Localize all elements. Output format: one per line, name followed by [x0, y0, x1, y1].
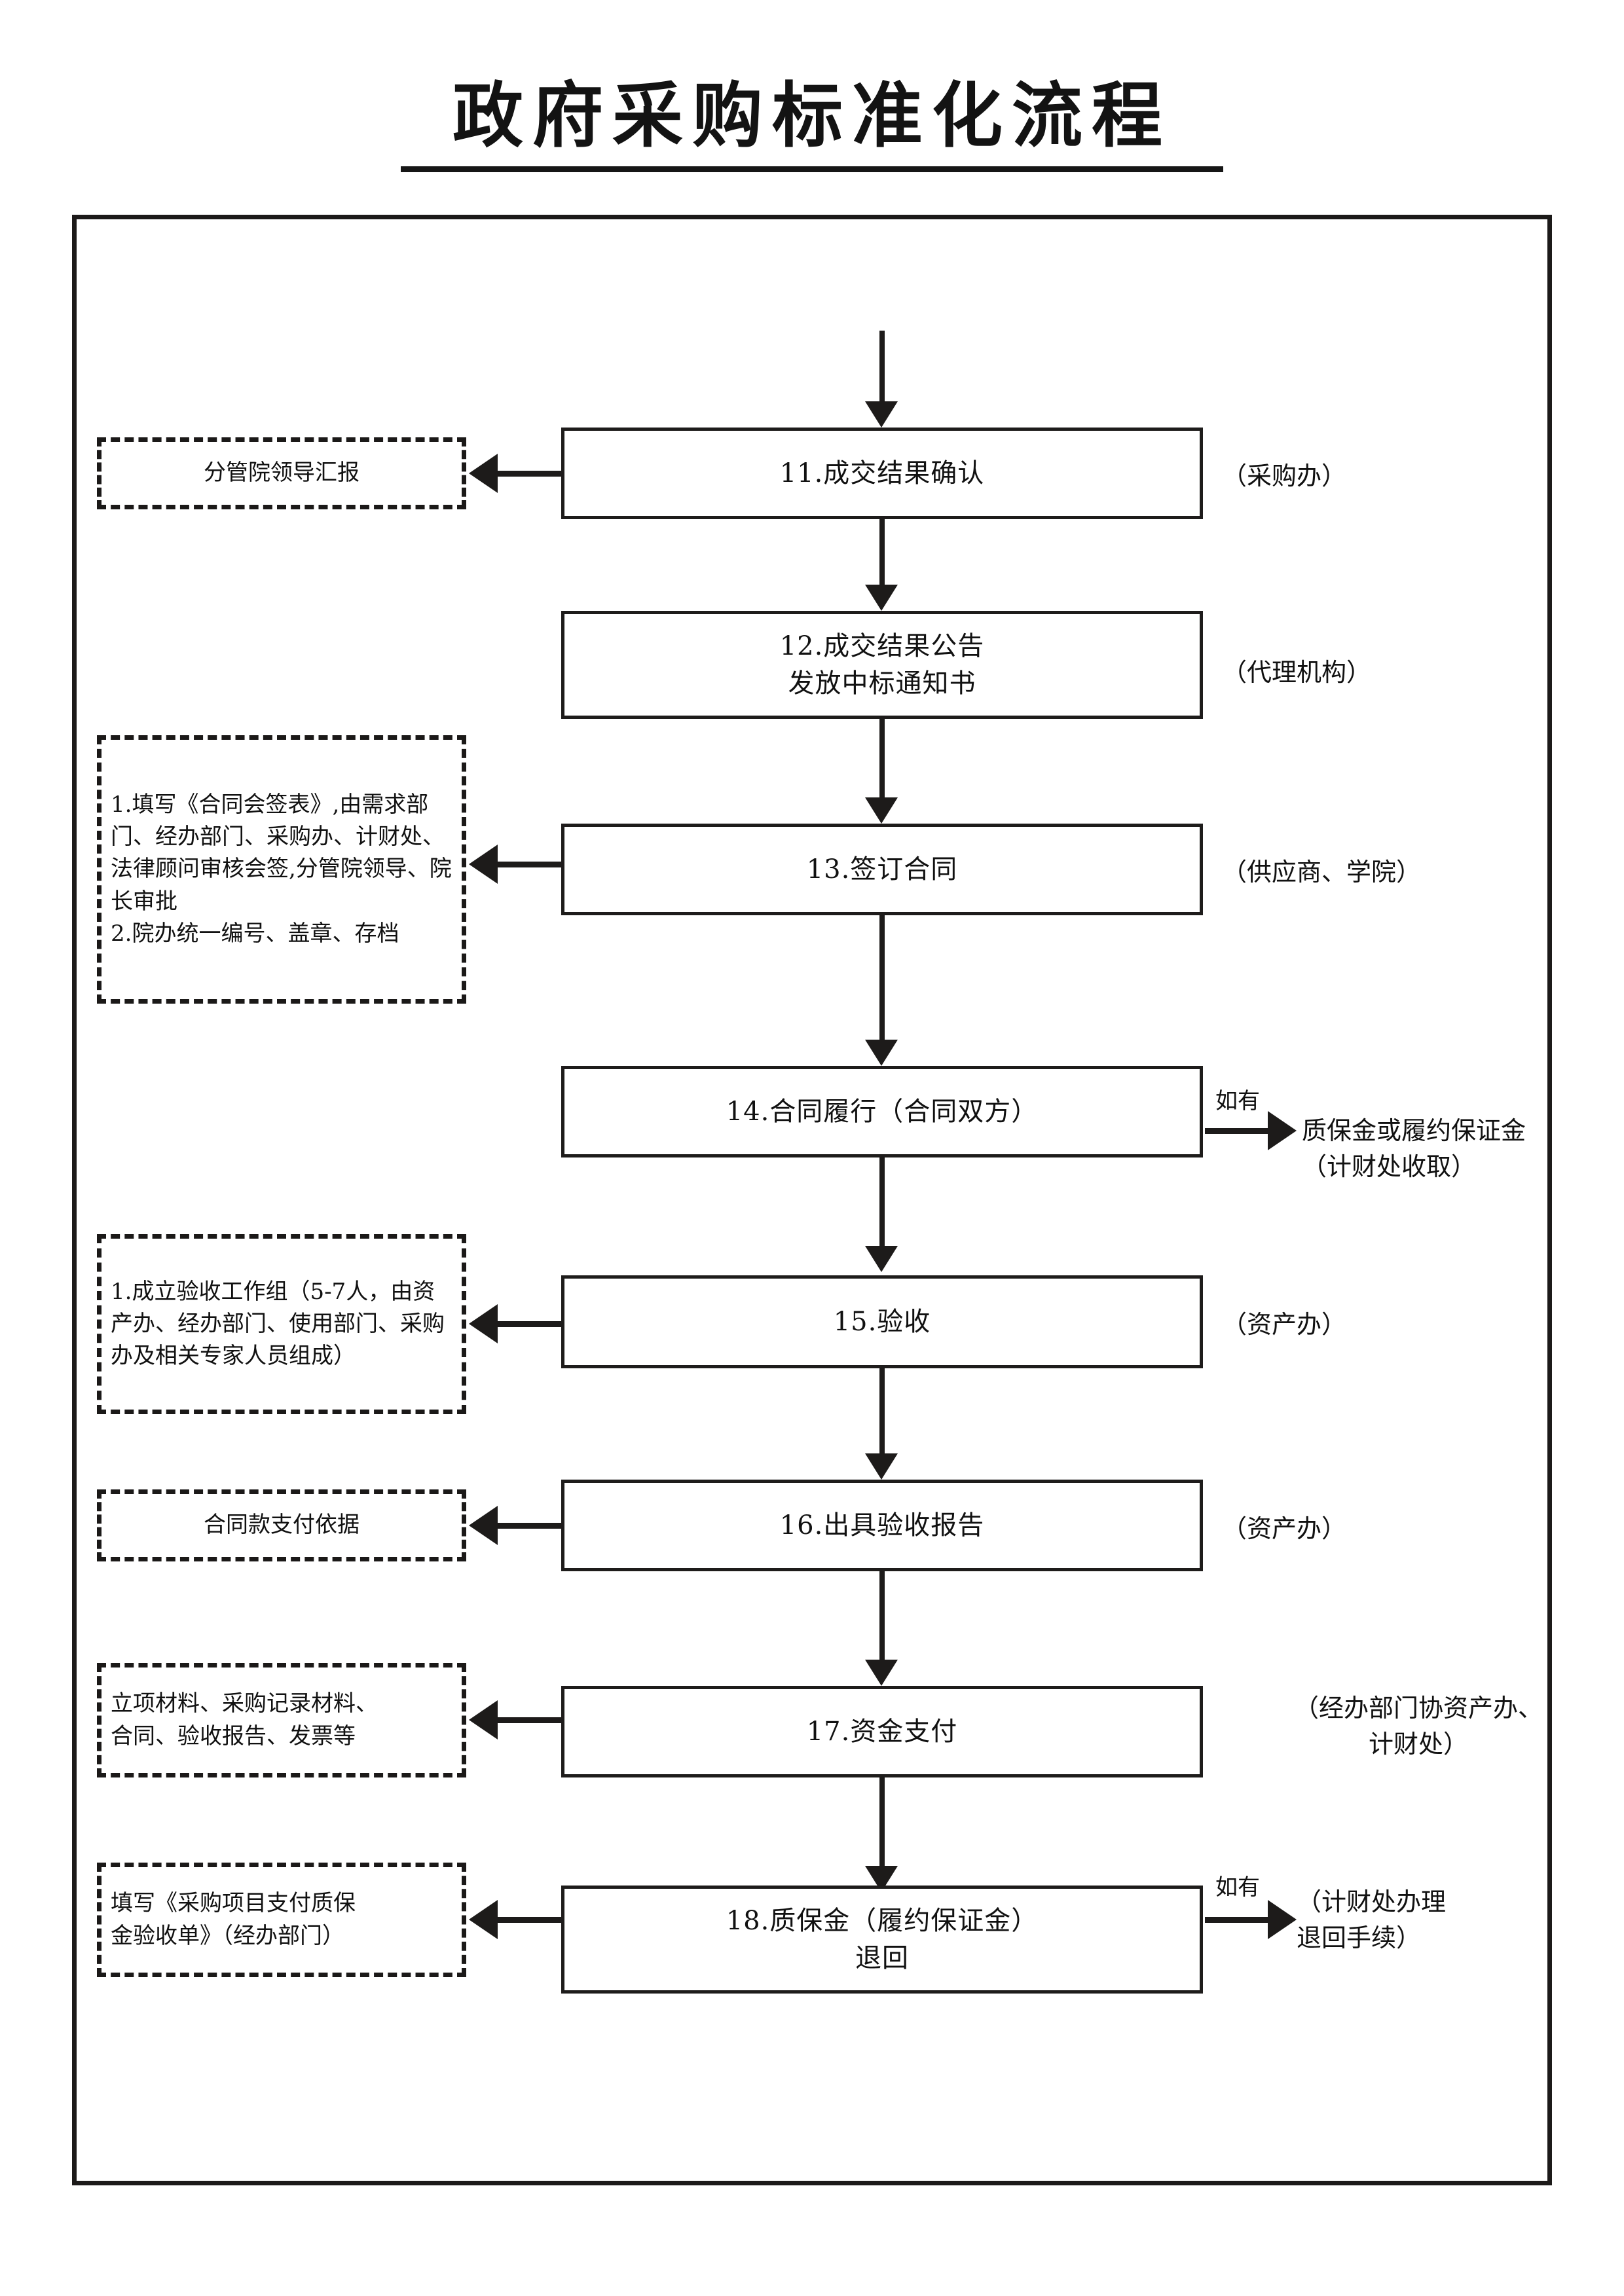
role-step-17: （经办部门协资产办、 计财处） — [1293, 1694, 1543, 1759]
connector-15-note-line — [498, 1321, 563, 1327]
role-step-11: （采购办） — [1222, 462, 1347, 490]
connector-16-17-arrowhead — [865, 1660, 898, 1686]
connector-entry-line — [879, 331, 885, 409]
connector-16-17-line — [879, 1571, 885, 1666]
process-step-11-label: 11.成交结果确认 — [779, 458, 985, 488]
process-step-16: 16.出具验收报告 — [561, 1480, 1203, 1571]
process-step-15: 15.验收 — [561, 1275, 1203, 1368]
connector-17-note-arrowhead — [469, 1700, 498, 1740]
process-step-14-label: 14.合同履行（合同双方） — [726, 1096, 1039, 1127]
note-step-17-label: 立项材料、采购记录材料、 合同、验收报告、发票等 — [111, 1690, 378, 1749]
note-step-11: 分管院领导汇报 — [97, 437, 466, 509]
process-step-17: 17.资金支付 — [561, 1686, 1203, 1777]
note-step-16-label: 合同款支付依据 — [204, 1512, 360, 1539]
process-step-15-label: 15.验收 — [833, 1306, 931, 1337]
process-step-16-label: 16.出具验收报告 — [779, 1510, 985, 1540]
process-step-13-label: 13.签订合同 — [806, 854, 958, 884]
process-step-14: 14.合同履行（合同双方） — [561, 1066, 1203, 1157]
connector-11-note-arrowhead — [469, 454, 498, 493]
branch-condition-step-14: 如有 — [1215, 1088, 1260, 1114]
note-step-18-label: 填写《采购项目支付质保 金验收单》（经办部门） — [111, 1890, 356, 1949]
connector-16-note-arrowhead — [469, 1506, 498, 1545]
connector-17-18-line — [879, 1777, 885, 1872]
connector-11-12-arrowhead — [865, 585, 898, 611]
note-step-13-label: 1.填写《合同会签表》,由需求部门、经办部门、采购办、计财处、法律顾问审核会签,… — [111, 791, 452, 947]
branch-text-step-18: （计财处办理 退回手续） — [1297, 1887, 1447, 1953]
connector-12-13-arrowhead — [865, 797, 898, 824]
process-step-17-label: 17.资金支付 — [806, 1716, 958, 1747]
connector-15-note-arrowhead — [469, 1304, 498, 1343]
page-title: 政府采购标准化流程 — [0, 77, 1624, 155]
role-step-12: （代理机构） — [1222, 658, 1372, 687]
connector-14-15-line — [879, 1157, 885, 1252]
connector-13-14-line — [879, 915, 885, 1046]
note-step-13: 1.填写《合同会签表》,由需求部门、经办部门、采购办、计财处、法律顾问审核会签,… — [97, 735, 466, 1004]
process-step-13: 13.签订合同 — [561, 824, 1203, 915]
process-step-18: 18.质保金（履约保证金） 退回 — [561, 1886, 1203, 1994]
note-step-16: 合同款支付依据 — [97, 1489, 466, 1561]
process-step-11: 11.成交结果确认 — [561, 428, 1203, 519]
connector-11-12-line — [879, 519, 885, 591]
page-title-text: 政府采购标准化流程 — [452, 75, 1172, 157]
role-step-15: （资产办） — [1222, 1310, 1347, 1339]
connector-18-branch-line — [1205, 1917, 1270, 1923]
process-step-18-label: 18.质保金（履约保证金） 退回 — [726, 1905, 1039, 1973]
note-step-11-label: 分管院领导汇报 — [204, 460, 360, 486]
connector-entry-arrowhead — [865, 401, 898, 428]
connector-18-note-arrowhead — [469, 1900, 498, 1939]
role-step-16: （资产办） — [1222, 1514, 1347, 1543]
connector-12-13-line — [879, 719, 885, 804]
connector-13-note-line — [498, 862, 563, 867]
connector-14-15-arrowhead — [865, 1246, 898, 1272]
branch-condition-step-18: 如有 — [1215, 1874, 1260, 1901]
connector-17-note-line — [498, 1717, 563, 1723]
connector-13-14-arrowhead — [865, 1040, 898, 1066]
note-step-18: 填写《采购项目支付质保 金验收单》（经办部门） — [97, 1863, 466, 1977]
connector-16-note-line — [498, 1523, 563, 1529]
note-step-15-label: 1.成立验收工作组（5-7人，由资产办、经办部门、使用部门、采购办及相关专家人员… — [111, 1278, 445, 1370]
connector-15-16-line — [879, 1368, 885, 1460]
title-underline — [401, 166, 1223, 172]
branch-text-step-14: 质保金或履约保证金 （计财处收取） — [1302, 1116, 1526, 1182]
connector-14-branch-line — [1205, 1128, 1270, 1134]
process-step-12: 12.成交结果公告 发放中标通知书 — [561, 611, 1203, 719]
connector-14-branch-arrowhead — [1268, 1111, 1297, 1150]
process-step-12-label: 12.成交结果公告 发放中标通知书 — [779, 630, 985, 699]
note-step-17: 立项材料、采购记录材料、 合同、验收报告、发票等 — [97, 1663, 466, 1777]
connector-15-16-arrowhead — [865, 1453, 898, 1480]
note-step-15: 1.成立验收工作组（5-7人，由资产办、经办部门、使用部门、采购办及相关专家人员… — [97, 1234, 466, 1414]
connector-18-note-line — [498, 1917, 563, 1923]
connector-13-note-arrowhead — [469, 845, 498, 884]
role-step-13: （供应商、学院） — [1222, 858, 1422, 886]
diagram-frame — [72, 215, 1552, 2185]
connector-11-note-line — [498, 471, 563, 477]
connector-18-branch-arrowhead — [1268, 1900, 1297, 1939]
